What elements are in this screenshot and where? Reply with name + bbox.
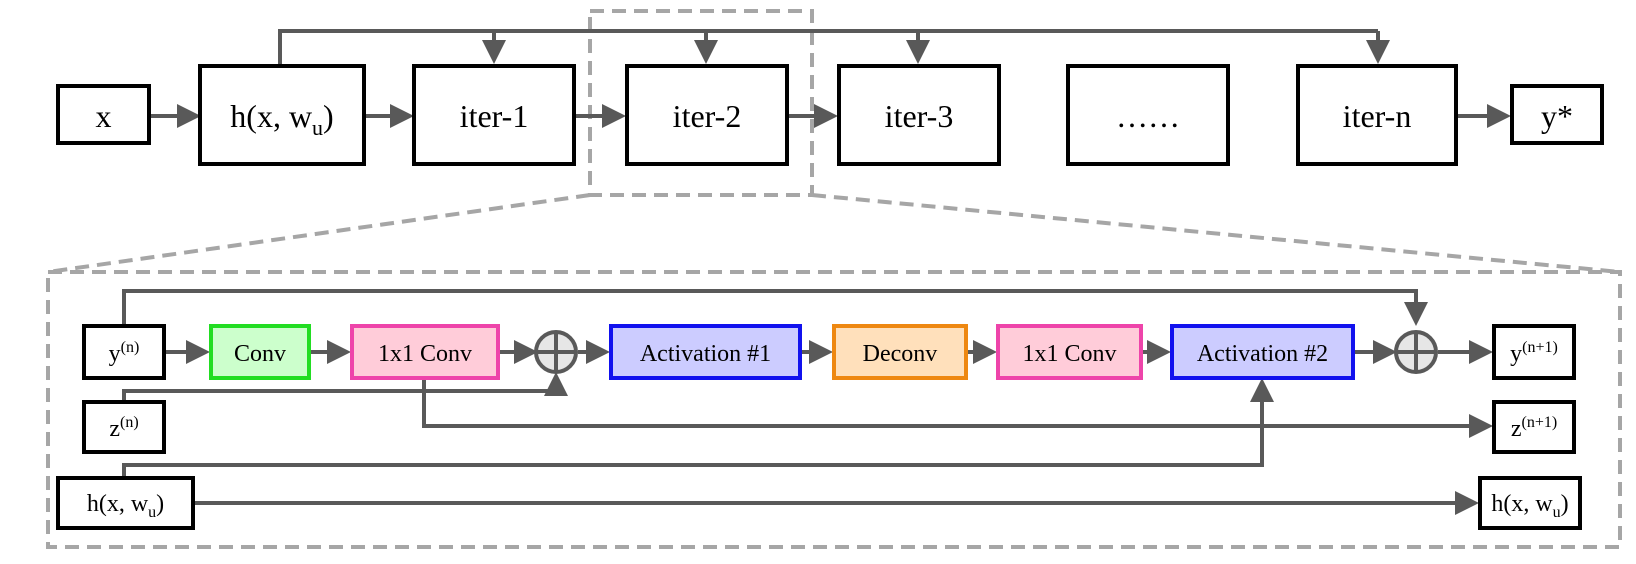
h-output-label: h(x, wu) [1491, 491, 1568, 521]
iter-2-box: iter-2 [625, 64, 789, 166]
ellipsis-box: …… [1066, 64, 1230, 166]
sum-node-2 [1394, 330, 1438, 374]
activation-2-label: Activation #2 [1197, 341, 1328, 367]
zoom-line-left [47, 193, 591, 274]
iter-2-label: iter-2 [673, 98, 742, 134]
y-n1-output-label: y(n+1) [1510, 339, 1558, 367]
conv1x1-block-b: 1x1 Conv [996, 324, 1143, 380]
deconv-label: Deconv [863, 341, 938, 367]
input-x-label: x [96, 98, 112, 134]
conv-block: Conv [209, 324, 311, 380]
iter-3-label: iter-3 [885, 98, 954, 134]
iter-1-box: iter-1 [412, 64, 576, 166]
zoom-highlight-box [588, 9, 814, 197]
z-n-input-box: z(n) [82, 400, 166, 454]
activation-2-block: Activation #2 [1170, 324, 1355, 380]
y-n1-output-box: y(n+1) [1492, 324, 1576, 380]
iter-3-box: iter-3 [837, 64, 1001, 166]
conv1x1-b-label: 1x1 Conv [1022, 341, 1116, 367]
conv1x1-block-a: 1x1 Conv [350, 324, 500, 380]
z-n1-output-box: z(n+1) [1492, 400, 1576, 454]
input-x-box: x [56, 84, 151, 145]
iter-1-label: iter-1 [460, 98, 529, 134]
y-n-input-box: y(n) [82, 324, 166, 380]
z-n-input-label: z(n) [109, 414, 138, 442]
top-connectors [149, 29, 1511, 128]
z-n1-output-label: z(n+1) [1511, 414, 1557, 442]
output-y-box: y* [1510, 84, 1604, 145]
conv-label: Conv [234, 341, 286, 367]
zoom-line-right [811, 193, 1621, 274]
h-function-label: h(x, wu) [230, 98, 333, 140]
h-input-label: h(x, wu) [87, 491, 164, 521]
activation-1-block: Activation #1 [609, 324, 802, 380]
h-input-box: h(x, wu) [56, 476, 195, 530]
iter-n-box: iter-n [1296, 64, 1458, 166]
h-function-box: h(x, wu) [198, 64, 366, 166]
activation-1-label: Activation #1 [640, 341, 771, 367]
conv1x1-a-label: 1x1 Conv [378, 341, 472, 367]
output-y-label: y* [1541, 98, 1573, 134]
ellipsis-label: …… [1116, 98, 1180, 134]
y-n-input-label: y(n) [109, 339, 140, 367]
h-output-box: h(x, wu) [1478, 476, 1582, 530]
iter-n-label: iter-n [1343, 98, 1412, 134]
sum-node-1 [534, 330, 578, 374]
detail-panel [46, 270, 1622, 549]
detail-connectors [122, 289, 1493, 515]
deconv-block: Deconv [832, 324, 968, 380]
